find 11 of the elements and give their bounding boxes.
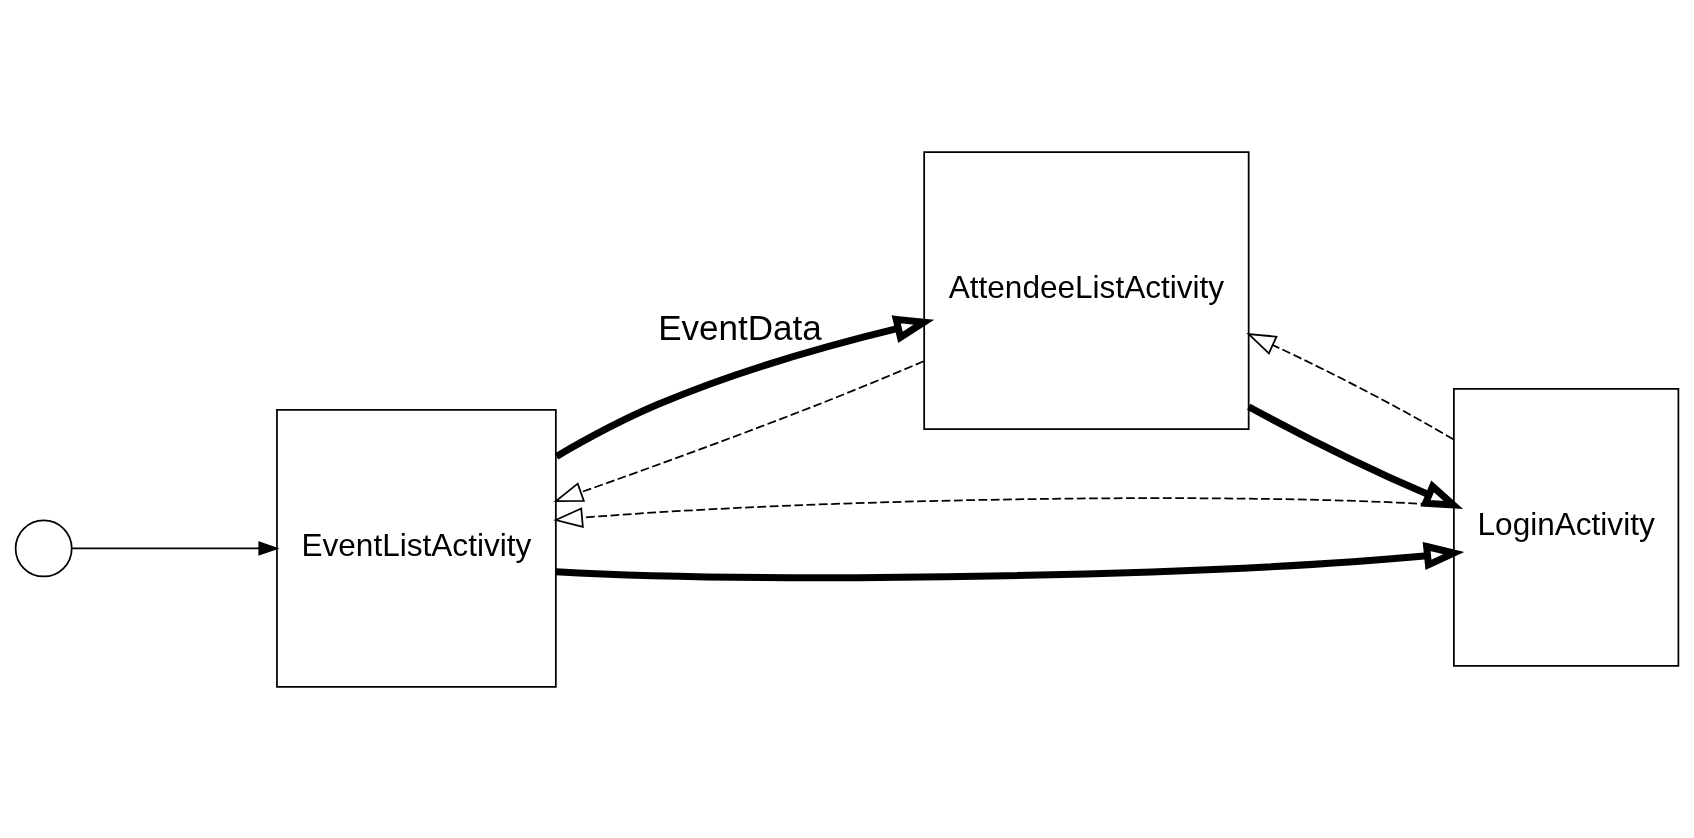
node-box: LoginActivity bbox=[1453, 387, 1680, 667]
edge-label: EventData bbox=[658, 307, 822, 347]
arrow bbox=[553, 359, 925, 502]
node-circle bbox=[14, 518, 73, 577]
arrow bbox=[1247, 403, 1464, 509]
arrow bbox=[1246, 332, 1455, 440]
node-box: AttendeeListActivity bbox=[923, 150, 1250, 430]
node-box: EventListActivity bbox=[276, 408, 557, 688]
arrow bbox=[554, 314, 935, 459]
arrow bbox=[71, 540, 280, 556]
arrow bbox=[555, 541, 1465, 581]
